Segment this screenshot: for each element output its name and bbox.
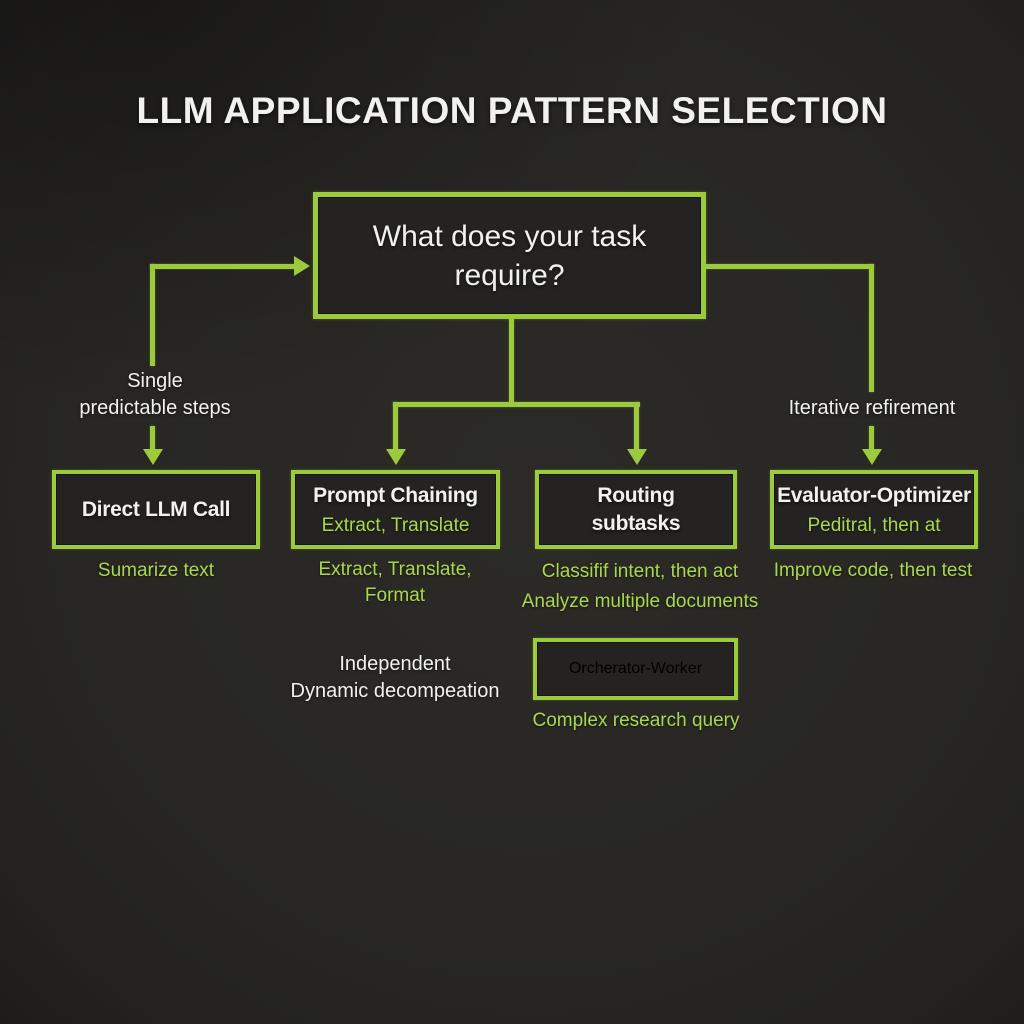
arrow-stem-evaluator (869, 426, 874, 452)
connector-right-horizontal (703, 264, 874, 269)
connector-right-vertical (869, 264, 874, 392)
caption-direct-llm-call: Sumarize text (97, 560, 215, 581)
node-routing-title: Routing subtasks (591, 483, 681, 535)
diagram-title: LLM APPLICATION PATTERN SELECTION (136, 90, 888, 131)
node-evaluator-optimizer: Evaluator-Optimizer Peditral, then at (770, 470, 978, 549)
node-evaluator-optimizer-title: Evaluator-Optimizer (777, 484, 971, 507)
arrowhead-routing-icon (627, 449, 647, 465)
arrow-stem-routing (634, 402, 639, 452)
caption-routing-1: Classifif intent, then act (541, 561, 739, 582)
branch-label-right: Iterative refirement (788, 397, 956, 419)
connector-left-vertical (150, 264, 155, 366)
caption-evaluator-optimizer: Improve code, then test (773, 560, 973, 581)
node-prompt-chaining-title: Prompt Chaining (313, 484, 478, 507)
arrowhead-prompt-chaining-icon (386, 449, 406, 465)
connector-left-horizontal (150, 264, 296, 269)
arrow-stem-direct-llm (150, 426, 155, 452)
node-direct-llm-call-title: Direct LLM Call (81, 497, 231, 521)
decision-question: What does your task require? (372, 219, 647, 292)
arrowhead-into-decision-icon (294, 256, 310, 276)
connector-center-horizontal (393, 402, 640, 407)
node-prompt-chaining: Prompt Chaining Extract, Translate (291, 470, 500, 549)
node-routing: Routing subtasks (535, 470, 737, 549)
arrow-stem-prompt-chaining (393, 402, 398, 452)
branch-label-left: Single predictable steps (79, 370, 231, 419)
arrowhead-evaluator-icon (862, 449, 882, 465)
orchestrator-label: Independent Dynamic decompeation (290, 653, 500, 702)
arrowhead-direct-llm-icon (143, 449, 163, 465)
caption-orchestrator-worker: Complex research query (532, 710, 740, 731)
node-direct-llm-call: Direct LLM Call (52, 470, 260, 549)
node-orchestrator-worker: Orcherator-Worker (533, 638, 738, 700)
node-evaluator-optimizer-subtitle: Peditral, then at (807, 515, 941, 536)
caption-prompt-chaining: Extract, Translate, Format (318, 559, 472, 606)
connector-center-vertical (509, 316, 514, 406)
caption-routing-2: Analyze multiple documents (521, 591, 759, 612)
node-prompt-chaining-subtitle: Extract, Translate (321, 515, 470, 536)
decision-node: What does your task require? (313, 192, 706, 319)
node-orchestrator-worker-title: Orcherator-Worker (568, 660, 703, 677)
